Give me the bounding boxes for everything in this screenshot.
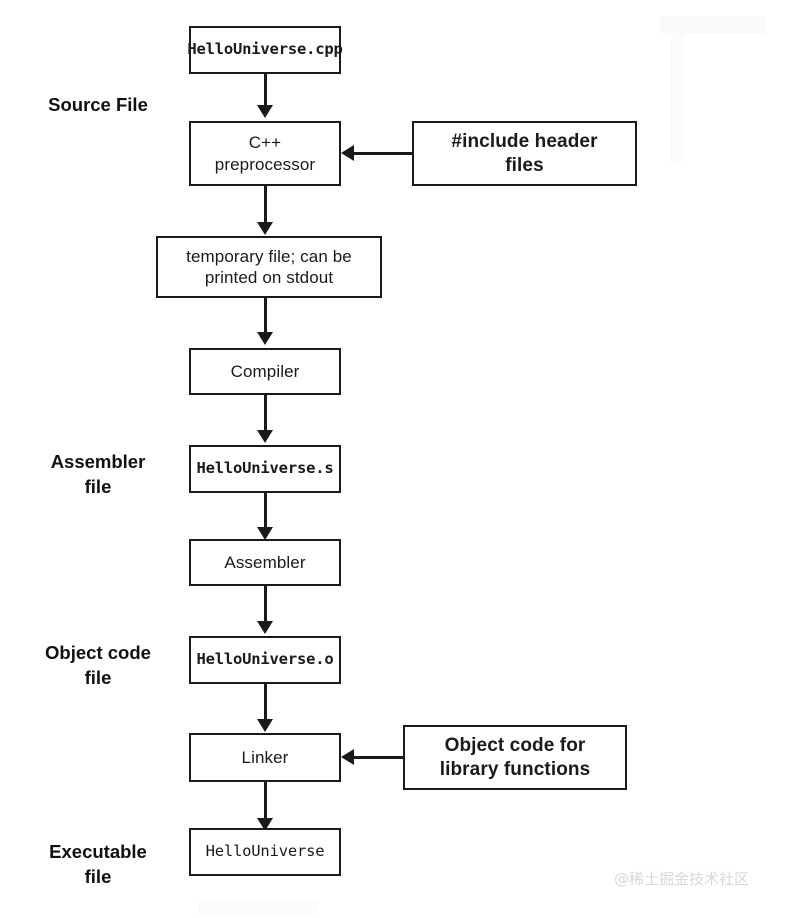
node-preprocessor[interactable]: C++ preprocessor	[189, 121, 341, 186]
arrow-assembler-to-object-file	[263, 586, 267, 624]
node-temporary-file[interactable]: temporary file; can be printed on stdout	[156, 236, 382, 298]
arrow-temp-file-to-compiler	[263, 298, 267, 335]
node-linker[interactable]: Linker	[189, 733, 341, 782]
background-artifact	[660, 16, 766, 34]
watermark: @稀土掘金技术社区	[614, 870, 750, 888]
arrow-compiler-to-assembly-file-head	[256, 430, 273, 443]
node-include-headers[interactable]: #include header files	[412, 121, 637, 186]
arrow-library-to-linker-head	[341, 749, 354, 765]
arrow-assembler-to-object-file-head	[256, 621, 273, 634]
node-source-file[interactable]: HelloUniverse.cpp	[187, 26, 343, 74]
arrow-linker-to-executable-head	[256, 818, 273, 831]
arrow-assembly-file-to-assembler	[263, 493, 267, 530]
arrow-include-to-preprocessor	[354, 152, 412, 155]
arrow-include-to-preprocessor-head	[341, 145, 354, 161]
stage-label-source-file: Source File	[48, 94, 148, 115]
arrow-linker-to-executable	[263, 782, 267, 821]
arrow-source-to-preprocessor-head	[256, 105, 273, 118]
arrow-compiler-to-assembly-file	[263, 395, 267, 433]
stage-label-object-code-file: Object code file	[45, 642, 151, 688]
node-object-file[interactable]: HelloUniverse.o	[189, 636, 341, 684]
node-assembly-file[interactable]: HelloUniverse.s	[189, 445, 341, 493]
arrow-object-file-to-linker	[263, 684, 267, 722]
arrow-object-file-to-linker-head	[256, 719, 273, 732]
arrow-library-to-linker	[354, 756, 403, 759]
stage-label-executable-file: Executable file	[49, 841, 147, 887]
node-assembler[interactable]: Assembler	[189, 539, 341, 586]
background-artifact	[198, 900, 318, 914]
arrow-preprocessor-to-temp-file	[263, 186, 267, 225]
arrow-preprocessor-to-temp-file-head	[256, 222, 273, 235]
arrow-source-to-preprocessor	[263, 74, 267, 108]
arrow-temp-file-to-compiler-head	[256, 332, 273, 345]
node-compiler[interactable]: Compiler	[189, 348, 341, 395]
node-library-object-code[interactable]: Object code for library functions	[403, 725, 627, 790]
stage-label-assembler-file: Assembler file	[50, 451, 146, 497]
arrow-assembly-file-to-assembler-head	[256, 527, 273, 540]
background-artifact	[670, 34, 684, 164]
node-executable[interactable]: HelloUniverse	[189, 828, 341, 876]
